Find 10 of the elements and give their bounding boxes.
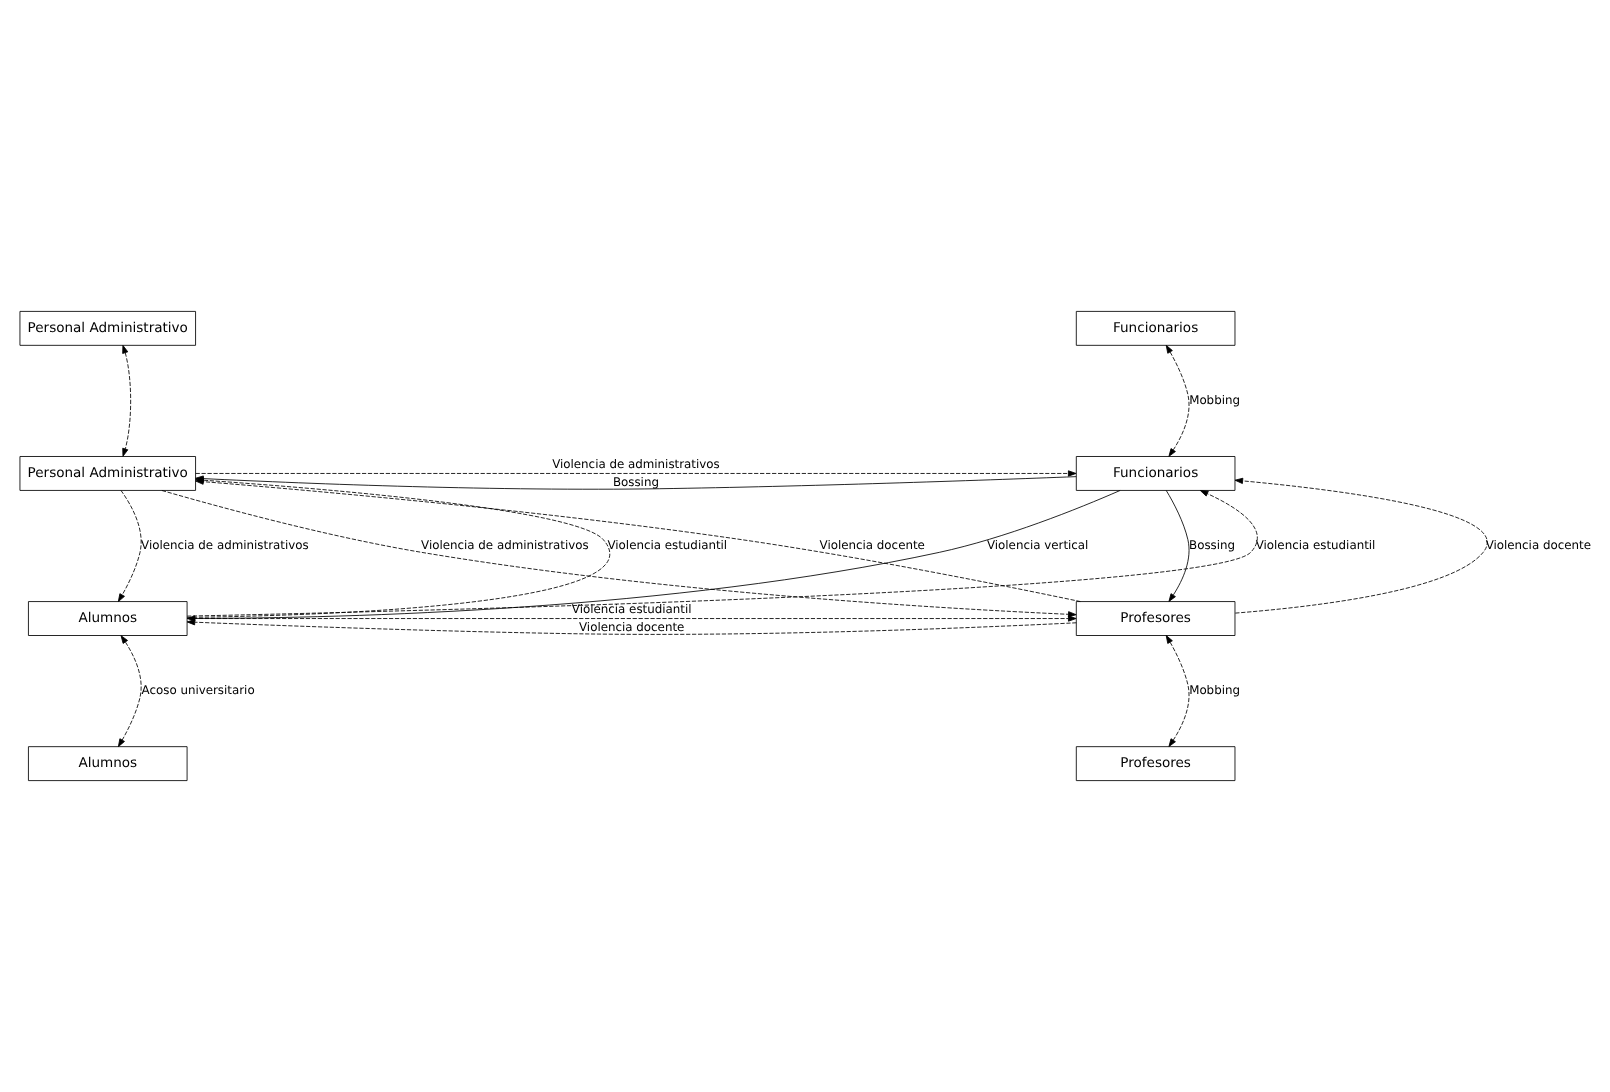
arrow: [117, 635, 142, 748]
arrow: [122, 344, 132, 457]
arrow: [186, 490, 1258, 617]
arrow: [1234, 477, 1488, 614]
arrow: [1165, 635, 1190, 747]
arrow: [1165, 490, 1190, 602]
arrow: [186, 619, 1077, 635]
arrow: [195, 470, 1077, 477]
arrow: [1165, 344, 1190, 457]
arrow: [117, 490, 142, 602]
